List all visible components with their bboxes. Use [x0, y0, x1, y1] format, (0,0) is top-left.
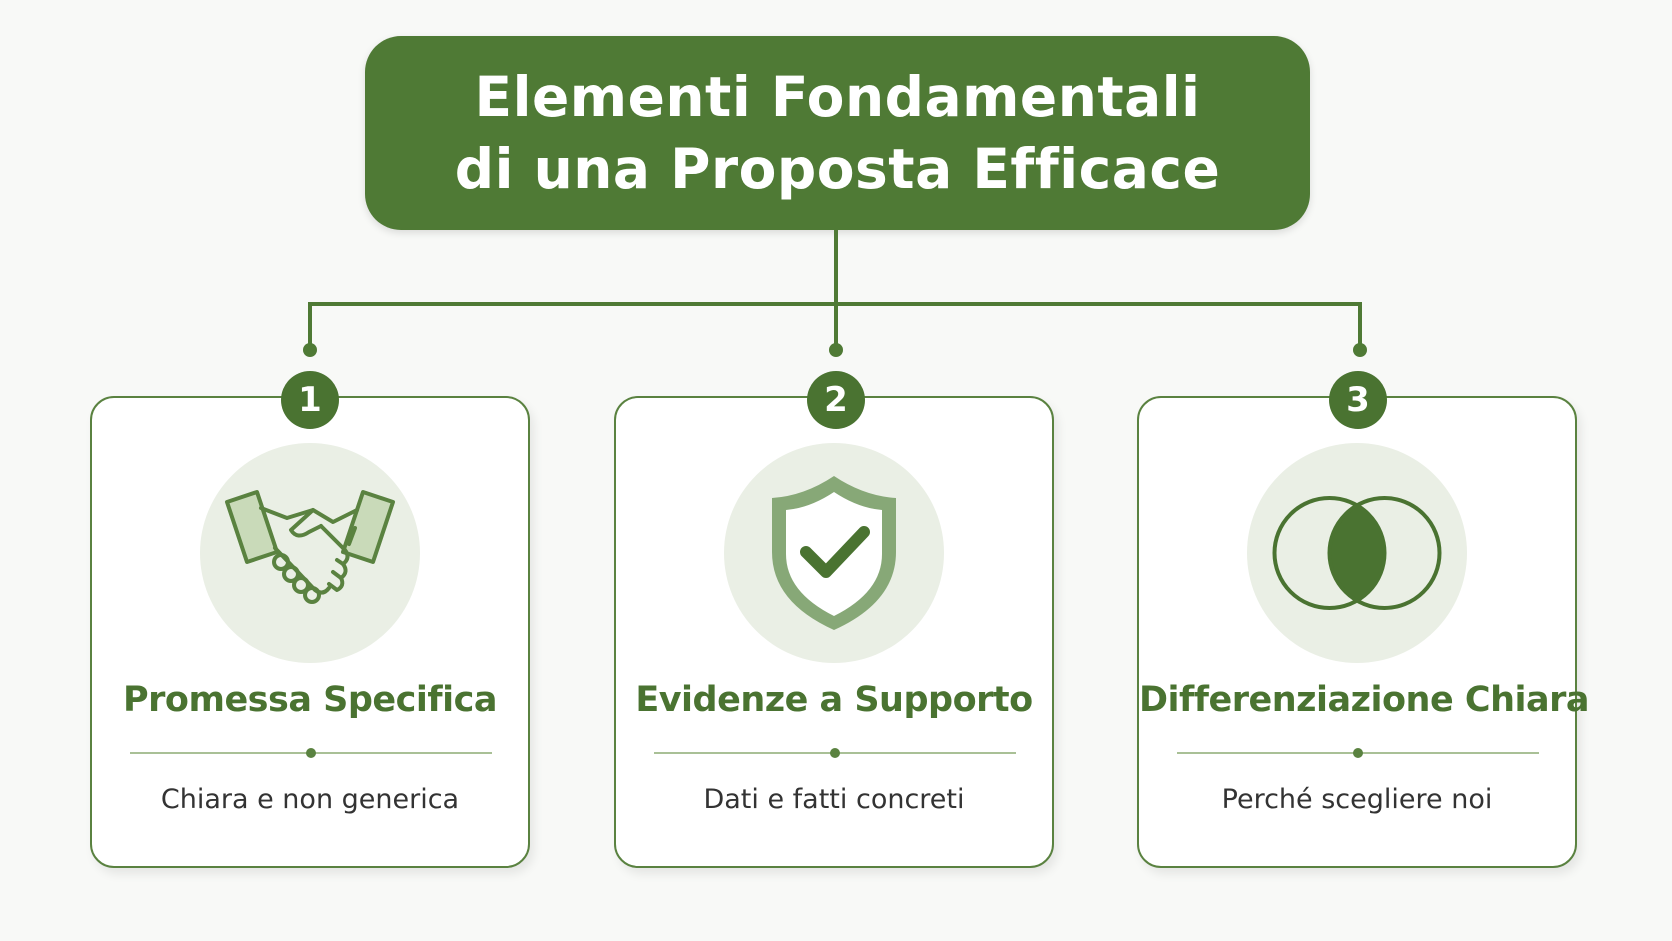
- card-promessa: Promessa Specifica Chiara e non generica: [90, 396, 530, 868]
- venn-diagram-icon: [1272, 496, 1442, 610]
- card-subtitle: Chiara e non generica: [160, 784, 460, 815]
- card-subtitle: Perché scegliere noi: [1221, 784, 1493, 815]
- connector-dot-1: [303, 343, 317, 357]
- icon-circle: [1247, 443, 1467, 663]
- shield-check-icon: [772, 476, 896, 630]
- title-box: Elementi Fondamentali di una Proposta Ef…: [365, 36, 1310, 230]
- card-differenziazione: Differenziazione Chiara Perché scegliere…: [1137, 396, 1590, 868]
- divider: [1177, 748, 1539, 758]
- divider-dot: [306, 748, 316, 758]
- title-line-2: di una Proposta Efficace: [454, 137, 1221, 201]
- number-badge-2: 2: [807, 371, 865, 429]
- card-evidenze: Evidenze a Supporto Dati e fatti concret…: [614, 396, 1054, 868]
- card-subtitle: Dati e fatti concreti: [703, 784, 965, 815]
- number-badge-3: 3: [1329, 371, 1387, 429]
- title-line-1: Elementi Fondamentali: [474, 65, 1201, 129]
- card-title: Differenziazione Chiara: [1139, 680, 1590, 720]
- divider: [654, 748, 1016, 758]
- card-title: Evidenze a Supporto: [635, 680, 1033, 720]
- icon-circle: [200, 443, 420, 663]
- card-title: Promessa Specifica: [123, 680, 497, 720]
- connector-dot-2: [829, 343, 843, 357]
- divider-dot: [830, 748, 840, 758]
- divider: [130, 748, 492, 758]
- connector-dot-3: [1353, 343, 1367, 357]
- handshake-icon: [225, 490, 395, 604]
- icon-circle: [724, 443, 944, 663]
- divider-dot: [1353, 748, 1363, 758]
- number-badge-1: 1: [281, 371, 339, 429]
